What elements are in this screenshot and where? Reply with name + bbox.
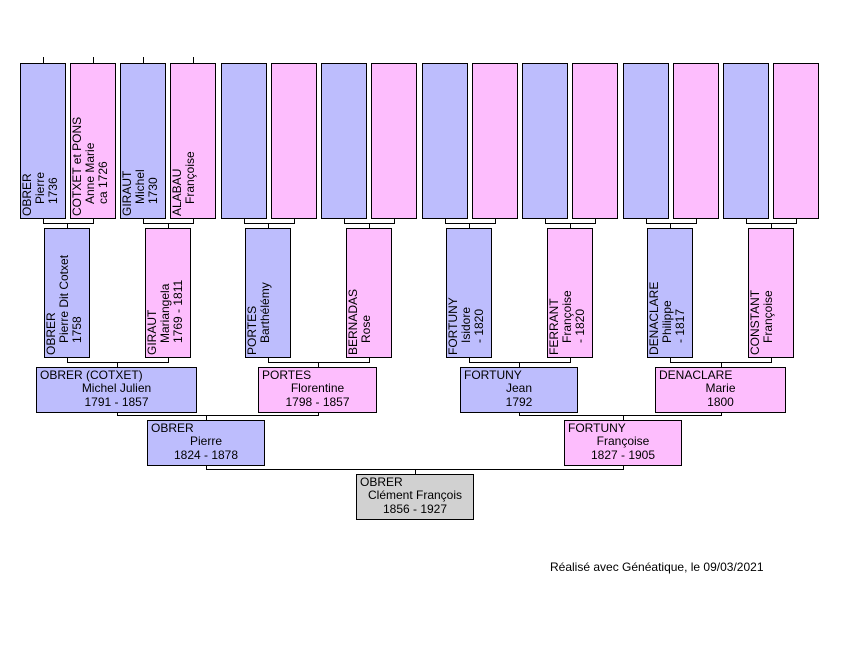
given-name: Françoise: [183, 151, 197, 204]
given-name: Rose: [359, 314, 373, 343]
dates: 1824 - 1878: [173, 448, 239, 462]
gen4-box[interactable]: [321, 63, 367, 219]
gen4-box[interactable]: [371, 63, 417, 219]
surname: FORTUNY: [568, 421, 626, 435]
dates: 1800: [707, 395, 734, 409]
given-name: Barthélémy: [258, 282, 272, 343]
surname: PORTES: [262, 368, 312, 382]
root-person-box[interactable]: OBRER Clément François 1856 - 1927: [356, 474, 474, 520]
given-name: Clément François: [367, 488, 463, 502]
gen4-box[interactable]: [773, 63, 819, 219]
dates: 1730: [146, 177, 160, 204]
dates: 1827 - 1905: [590, 448, 656, 462]
given-name: Françoise: [596, 434, 650, 448]
dates: 1736: [46, 177, 60, 204]
given-name: Marie: [705, 381, 736, 395]
gen4-box[interactable]: [422, 63, 468, 219]
dates: ca 1726: [96, 161, 110, 204]
given-name: Françoise: [761, 290, 775, 343]
surname: DENACLARE: [659, 368, 733, 382]
given-name: Florentine: [290, 381, 345, 395]
gen4-box[interactable]: [271, 63, 317, 219]
surname: OBRER (COTXET): [40, 368, 143, 382]
given-name: Pierre: [189, 434, 222, 448]
gen4-box[interactable]: [623, 63, 669, 219]
surname: FORTUNY: [464, 368, 522, 382]
footer-credit: Réalisé avec Généatique, le 09/03/2021: [550, 560, 764, 574]
gen4-box[interactable]: [723, 63, 769, 219]
gen4-box[interactable]: [472, 63, 518, 219]
dates: 1856 - 1927: [382, 502, 448, 516]
dates: 1791 - 1857: [84, 395, 149, 409]
dates: - 1820: [573, 308, 587, 343]
dates: 1758: [70, 316, 84, 343]
dates: 1798 - 1857: [285, 395, 350, 409]
dates: - 1817: [673, 308, 687, 343]
given-name: Jean: [505, 381, 533, 395]
given-name: Michel Julien: [81, 381, 152, 395]
gen4-box[interactable]: [572, 63, 618, 219]
dates: - 1820: [472, 308, 486, 343]
dates: 1792: [505, 395, 533, 409]
surname: OBRER: [360, 475, 403, 489]
gen4-box[interactable]: [221, 63, 267, 219]
gen4-box[interactable]: [522, 63, 568, 219]
dates: 1769 - 1811: [171, 279, 185, 343]
surname: OBRER: [151, 421, 194, 435]
gen4-box[interactable]: [673, 63, 719, 219]
